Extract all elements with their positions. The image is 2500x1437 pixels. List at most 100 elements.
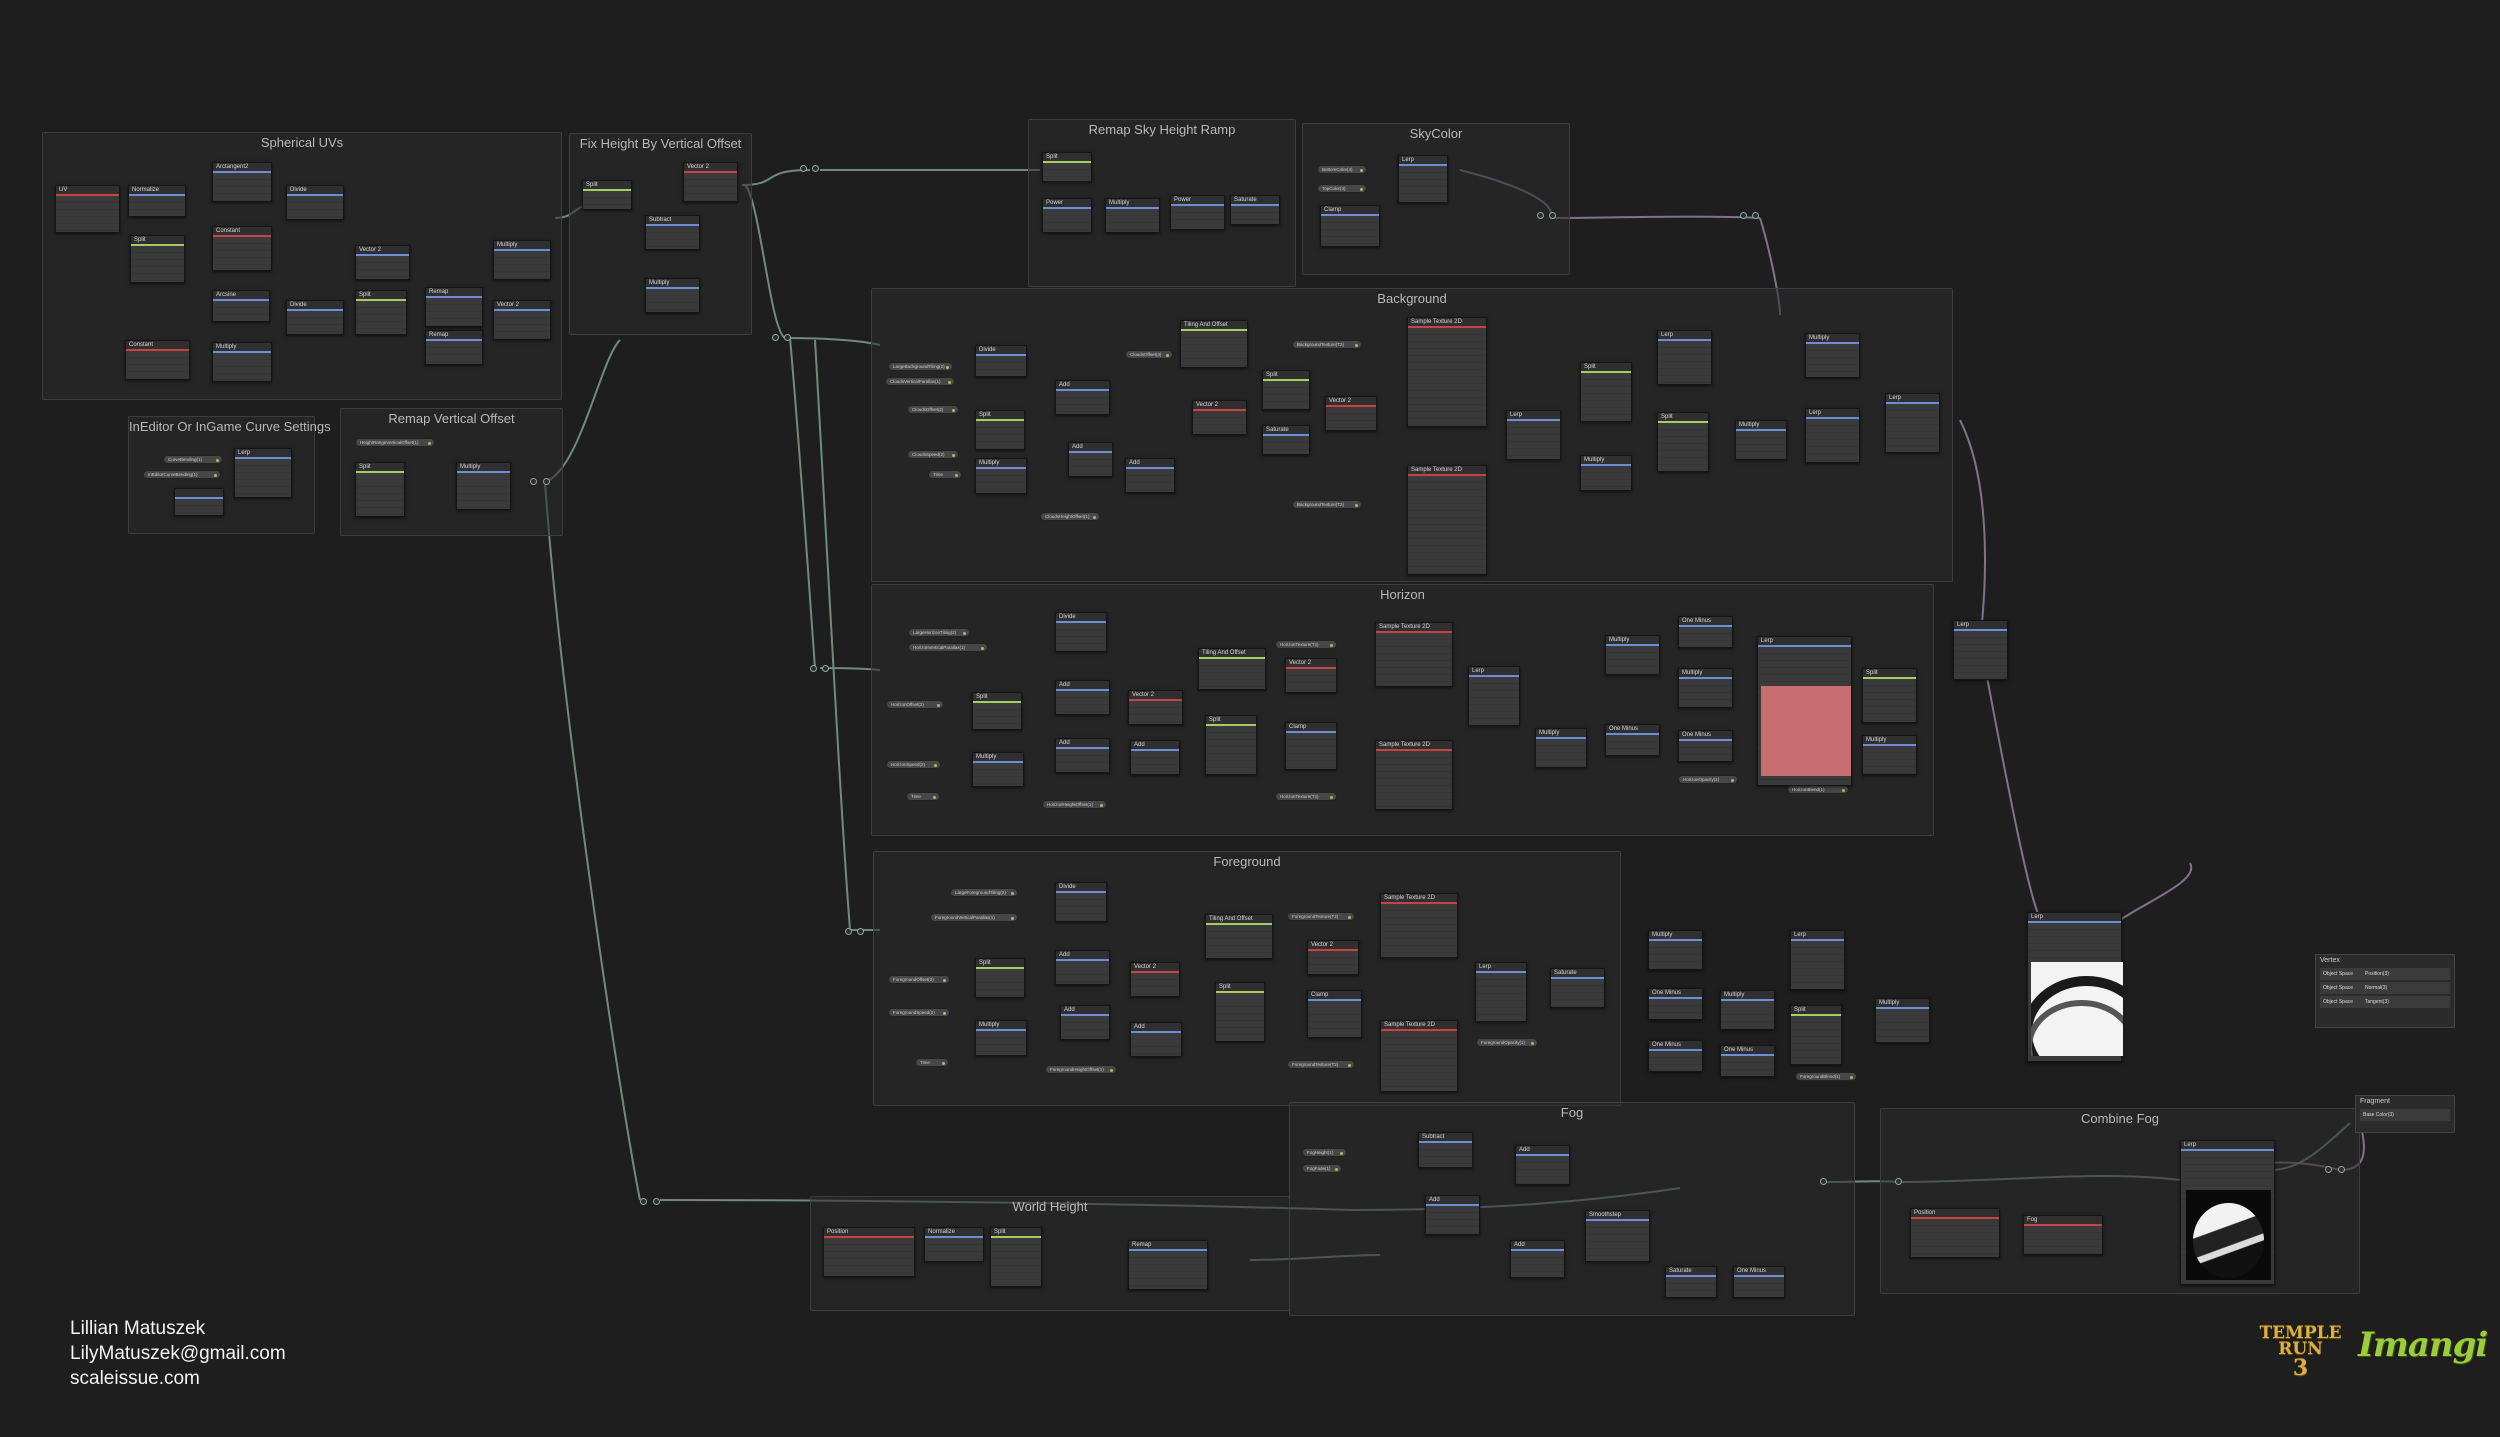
property-foreground-speed[interactable]: ForegroundSpeed(2)	[888, 1008, 950, 1017]
node-vector2[interactable]: Vector 2	[1130, 962, 1180, 997]
node-constant[interactable]: Constant	[125, 340, 190, 380]
node-clamp[interactable]: Clamp	[1320, 205, 1380, 247]
node-saturate[interactable]: Saturate	[1230, 195, 1280, 225]
reroute-node[interactable]	[640, 1198, 647, 1205]
reroute-node[interactable]	[1740, 212, 1747, 219]
node-add[interactable]: Add	[1055, 738, 1110, 773]
reroute-node[interactable]	[1537, 212, 1544, 219]
node-smoothstep[interactable]: Smoothstep	[1585, 1210, 1650, 1262]
node-add[interactable]: Add	[1068, 442, 1113, 477]
node-divide[interactable]: Divide	[286, 300, 344, 335]
node-split[interactable]: Split	[1042, 152, 1092, 182]
property-top-color[interactable]: TopColor(4)	[1317, 184, 1367, 193]
property-horizon-texture[interactable]: HorizonTexture(T2)	[1275, 792, 1337, 801]
property-curve-bending[interactable]: CurveBending(1)	[163, 455, 223, 464]
node-split[interactable]: Split	[1790, 1005, 1842, 1065]
node-add[interactable]: Add	[1515, 1145, 1570, 1185]
node-split[interactable]: Split	[975, 410, 1025, 450]
node-lerp[interactable]: Lerp	[1506, 410, 1561, 460]
node-split[interactable]: Split	[130, 235, 185, 283]
node-multiply[interactable]: Multiply	[1678, 668, 1733, 708]
property-horizon-opacity[interactable]: HorizonOpacity(1)	[1678, 775, 1738, 784]
property-bottom-color[interactable]: BottomColor(4)	[1317, 165, 1367, 174]
node-split[interactable]: Split	[1580, 362, 1632, 422]
node-split[interactable]: Split	[975, 958, 1025, 998]
node-lerp[interactable]: Lerp	[1790, 930, 1845, 990]
node-sample-texture[interactable]: Sample Texture 2D	[1375, 622, 1453, 687]
reroute-node[interactable]	[543, 478, 550, 485]
node-subtract[interactable]: Subtract	[645, 215, 700, 250]
node-add[interactable]: Add	[1055, 680, 1110, 715]
node-multiply[interactable]: Multiply	[1875, 998, 1930, 1043]
node-split[interactable]: Split	[1657, 412, 1709, 472]
property-foreground-height-offset[interactable]: ForegroundHeightOffset(1)	[1045, 1065, 1117, 1074]
node-vector2[interactable]: Vector 2	[1307, 940, 1359, 975]
node-normalize[interactable]: Normalize	[924, 1227, 984, 1262]
reroute-node[interactable]	[1820, 1178, 1827, 1185]
node-lerp[interactable]: Lerp	[1475, 962, 1527, 1022]
property-foreground-blend[interactable]: ForegroundBlend(1)	[1795, 1072, 1857, 1081]
property-foreground-offset[interactable]: ForegroundOffset(2)	[888, 975, 950, 984]
node-add[interactable]: Add	[1130, 740, 1180, 775]
node-remap[interactable]: Remap	[1128, 1240, 1208, 1290]
node-lerp[interactable]: Lerp	[1398, 155, 1448, 203]
node-sample-texture[interactable]: Sample Texture 2D	[1380, 893, 1458, 958]
property-large-horizon-tiling[interactable]: LargeHorizonTiling(2)	[908, 628, 970, 637]
node-one-minus[interactable]: One Minus	[1720, 1045, 1775, 1077]
node-multiply[interactable]: Multiply	[1735, 420, 1787, 460]
node-multiply[interactable]: Multiply	[1648, 930, 1703, 970]
reroute-node[interactable]	[2338, 1166, 2345, 1173]
reroute-node[interactable]	[1549, 212, 1556, 219]
property-clouds-vertical-parallax[interactable]: CloudsVerticalParallax(1)	[885, 377, 955, 386]
reroute-node[interactable]	[1752, 212, 1759, 219]
reroute-node[interactable]	[1895, 1178, 1902, 1185]
property-background-texture[interactable]: BackgroundTexture(T2)	[1292, 340, 1362, 349]
node-sample-texture[interactable]: Sample Texture 2D	[1380, 1020, 1458, 1092]
node-tiling-offset[interactable]: Tiling And Offset	[1205, 914, 1273, 959]
node-clamp[interactable]: Clamp	[1307, 990, 1362, 1038]
node-divide[interactable]: Divide	[1055, 882, 1107, 922]
node-vector2[interactable]: Vector 2	[1325, 396, 1377, 431]
node-split[interactable]: Split	[1262, 370, 1310, 410]
node-subtract[interactable]: Subtract	[1418, 1132, 1473, 1168]
node-split[interactable]: Split	[1862, 668, 1917, 723]
node-one-minus[interactable]: One Minus	[1678, 730, 1733, 762]
fragment-base-color-block[interactable]: Base Color(3)	[2360, 1109, 2450, 1121]
node-split[interactable]: Split	[582, 180, 632, 210]
node-multiply[interactable]: Multiply	[1535, 728, 1587, 768]
node-vector2[interactable]: Vector 2	[355, 245, 410, 280]
node-split[interactable]: Split	[990, 1227, 1042, 1287]
node-add[interactable]: Add	[1125, 458, 1175, 493]
property-large-background-tiling[interactable]: LargeBackgroundTiling(2)	[888, 362, 953, 371]
node-multiply[interactable]: Multiply	[1805, 333, 1860, 378]
reroute-node[interactable]	[812, 165, 819, 172]
reroute-node[interactable]	[653, 1198, 660, 1205]
property-horizon-blend[interactable]: HorizonBlend(1)	[1787, 785, 1849, 794]
node-lerp[interactable]: Lerp	[1657, 330, 1712, 385]
credit-site[interactable]: scaleissue.com	[70, 1368, 200, 1389]
node-lerp[interactable]: Lerp	[1885, 393, 1940, 453]
node-lerp[interactable]: Lerp	[1805, 408, 1860, 463]
node-split[interactable]: Split	[355, 462, 405, 517]
property-clouds-offset[interactable]: CloudsOffset(2)	[907, 405, 959, 414]
reroute-node[interactable]	[772, 334, 779, 341]
node-position[interactable]: Position	[823, 1227, 915, 1277]
node-multiply[interactable]: Multiply	[1720, 990, 1775, 1030]
reroute-node[interactable]	[784, 334, 791, 341]
property-fog-height[interactable]: FogHeight(1)	[1302, 1148, 1347, 1157]
node-arctangent2[interactable]: Arctangent2	[212, 162, 272, 202]
node-remap[interactable]: Remap	[425, 287, 483, 327]
node-add[interactable]: Add	[1130, 1022, 1182, 1057]
node-power[interactable]: Power	[1042, 198, 1092, 233]
node-vector2[interactable]: Vector 2	[1128, 690, 1183, 725]
node-vector2[interactable]: Vector 2	[493, 300, 551, 340]
node-sample-texture[interactable]: Sample Texture 2D	[1375, 740, 1453, 810]
node-uv[interactable]: UV	[55, 185, 120, 233]
reroute-node[interactable]	[822, 665, 829, 672]
node-lerp[interactable]: Lerp	[1953, 620, 2008, 680]
fragment-stack[interactable]: Fragment Base Color(3)	[2355, 1095, 2455, 1133]
property-foreground-texture[interactable]: ForegroundTexture(T2)	[1287, 912, 1355, 921]
